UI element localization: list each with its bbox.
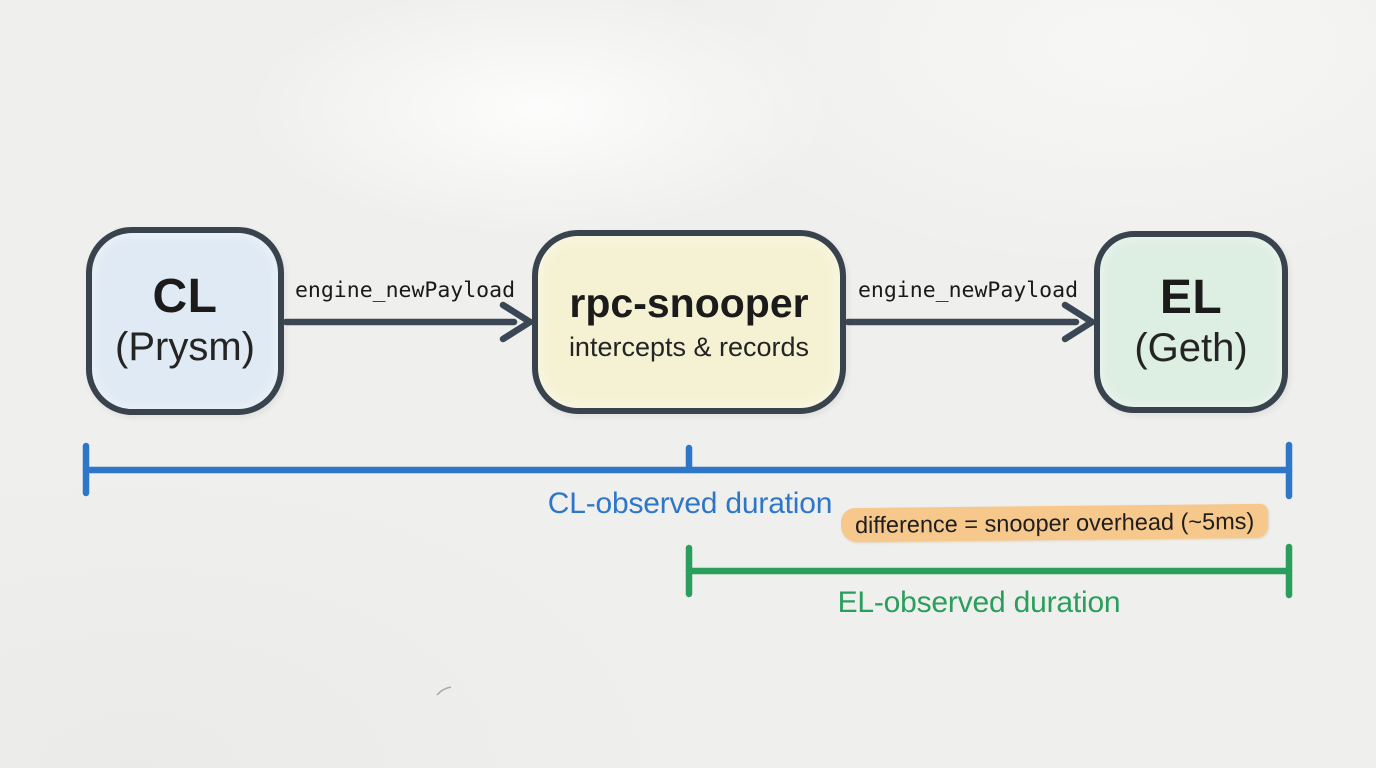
node-el-title: EL xyxy=(1159,271,1223,324)
pen-scratch-mark xyxy=(436,686,452,696)
arrowhead-icon xyxy=(499,301,534,343)
snooper-overhead-annotation: difference = snooper overhead (~5ms) xyxy=(840,503,1269,543)
el-observed-bracket xyxy=(685,543,1293,599)
el-observed-duration-label: EL-observed duration xyxy=(837,586,1121,619)
arrow-cl-to-snooper xyxy=(282,301,534,343)
node-cl-title: CL xyxy=(152,270,218,323)
edge-label-engine-newpayload-2: engine_newPayload xyxy=(857,278,1079,303)
node-rpc-snooper: rpc-snooper intercepts & records xyxy=(532,230,846,414)
node-rpc-snooper-subtitle: intercepts & records xyxy=(568,332,810,362)
edge-label-engine-newpayload-1: engine_newPayload xyxy=(294,278,516,303)
cl-observed-duration-label: CL-observed duration xyxy=(547,487,833,520)
node-cl-subtitle: (Prysm) xyxy=(115,325,255,369)
node-el-subtitle: (Geth) xyxy=(1134,326,1248,370)
node-el: EL (Geth) xyxy=(1094,231,1288,413)
arrowhead-icon xyxy=(1061,301,1096,343)
arrow-snooper-to-el xyxy=(844,301,1096,343)
node-rpc-snooper-title: rpc-snooper xyxy=(569,280,809,326)
node-cl: CL (Prysm) xyxy=(86,227,284,415)
cl-observed-bracket xyxy=(82,441,1293,500)
